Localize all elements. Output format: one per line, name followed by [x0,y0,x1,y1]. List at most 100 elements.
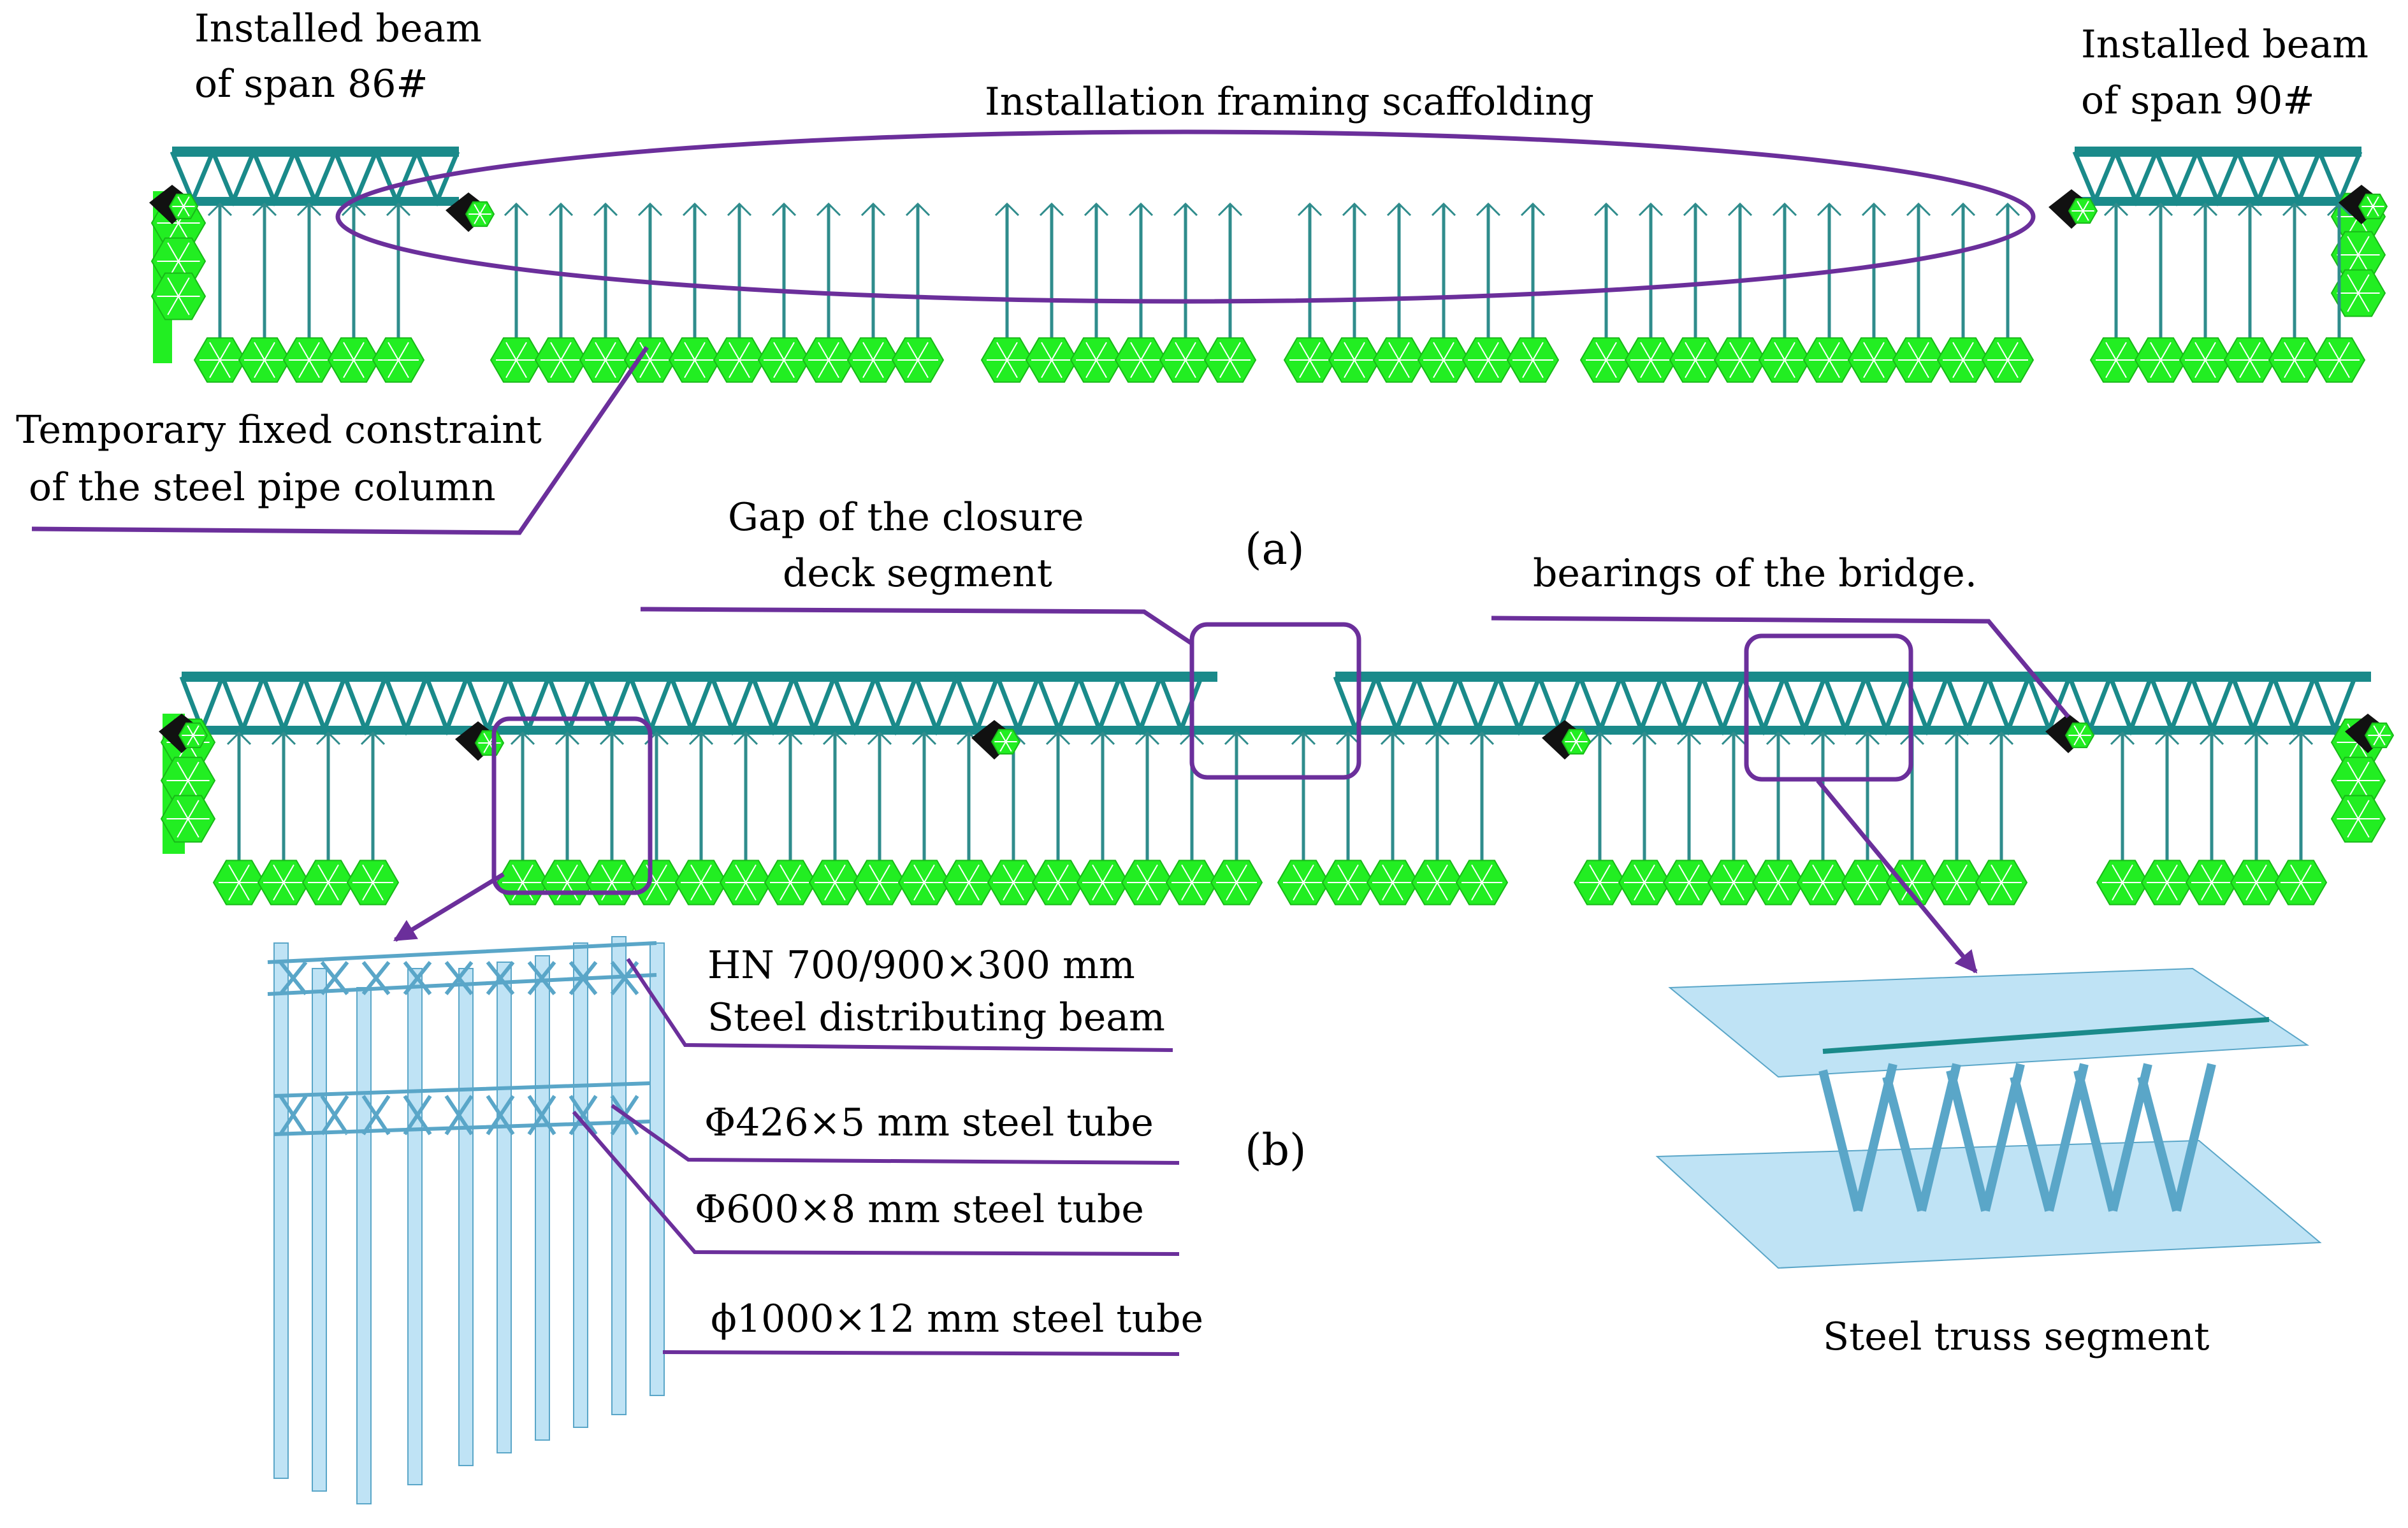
foundation-mesh [859,864,900,901]
foundation-mesh [1289,342,1330,378]
column-head [1425,731,1450,746]
label-span86-line2: of span 86# [194,62,428,106]
column-head [1772,202,1797,217]
foundation-mesh [496,342,537,378]
truss-web [170,150,460,207]
truss-top-chord [1335,672,2371,682]
foundation-mesh [244,342,285,378]
column-head [360,731,386,746]
column-head [599,731,625,746]
foundation-mesh [172,196,195,217]
column-head [637,202,663,217]
truss-web [1333,675,2358,736]
column-head [867,731,892,746]
foundation-mesh [2361,196,2384,217]
truss-top-chord [172,147,459,157]
foundation-mesh [1892,864,1933,901]
panel-a-tag: (a) [1245,524,1305,575]
column-head [1861,202,1887,217]
column-head [771,202,797,217]
bearing-leader-line [1491,616,2070,719]
foundation-mesh [897,342,938,378]
truss-bottom-chord [1335,726,2371,735]
column-head [1520,202,1546,217]
steel-tube-column [273,942,289,1479]
foundation-mesh [1898,342,1939,378]
column-head [504,202,529,217]
foundation-mesh [1076,342,1117,378]
foundation-mesh [1121,342,1161,378]
steel-tube-column [611,936,627,1415]
column-head [1721,731,1746,746]
foundation-mesh [1372,864,1413,901]
column-head [1587,731,1613,746]
foundation-mesh [157,277,200,315]
foundation-mesh [1468,342,1509,378]
foundation-mesh [1847,864,1888,901]
foundation-mesh [2337,274,2380,312]
steel-tube-column [407,968,423,1485]
column-head [1632,731,1657,746]
foundation-mesh [1853,342,1894,378]
foundation-mesh [674,342,715,378]
column-head [1039,202,1064,217]
scaffolding-columns-b [226,731,2314,883]
steel-tube-column [535,955,550,1441]
truss-top-chord [2075,147,2361,157]
scaffold-detail-box [491,716,653,895]
column-head [860,202,886,217]
steel-tube-column [356,987,372,1504]
foundation-mesh [1713,864,1754,901]
foundation-mesh [719,342,760,378]
column-head [226,731,252,746]
foundation-mesh [2319,342,2360,378]
column-head [555,731,580,746]
foundation-mesh [2185,342,2226,378]
foundation-mesh [1171,864,1212,901]
foundation-mesh [1764,342,1805,378]
panel-a: Installed beam of span 86# Installed bea… [16,6,2388,575]
scaffolding-columns [207,202,2352,360]
column-head [1476,202,1501,217]
foundation-mesh [904,864,945,901]
foundation-mesh [1328,864,1368,901]
label-constraint-line2: of the steel pipe column [29,465,496,510]
foundation-mesh [1802,864,1843,901]
column-head [1173,202,1198,217]
foundation-mesh [2140,342,2181,378]
label-span90-line1: Installed beam [2081,22,2368,67]
foundation-mesh [1283,864,1324,901]
foundation-mesh [2337,800,2380,838]
bearings [149,185,2388,232]
foundation-mesh [1943,342,1984,378]
foundation-mesh [808,342,849,378]
foundation-mesh [1082,864,1123,901]
steel-tube-column [573,942,588,1428]
installed-beam-span-86 [150,147,460,363]
foundation-mesh [263,864,304,901]
foundation-mesh [681,864,722,901]
truss-segment-3d-model [1655,967,2322,1269]
foundation-mesh [2230,342,2270,378]
foundation-mesh [166,761,210,800]
foundation-mesh [1669,864,1709,901]
column-head [1995,202,2020,217]
truss-diagonals [1818,1063,2216,1212]
tube426-leader [611,1104,1180,1165]
column-head [2110,731,2135,746]
tube600-leader [572,1111,1180,1256]
label-tube426: Φ426×5 mm steel tube [704,1100,1154,1145]
foundation-mesh [2337,761,2380,800]
foundation-mesh [2071,201,2094,221]
label-hn-line1: HN 700/900×300 mm [707,943,1135,988]
foundation-mesh [994,732,1017,752]
foundation-mesh [1758,864,1799,901]
closure-gap-bottom-chord [1217,726,1335,735]
foundation-mesh [1675,342,1716,378]
column-head [1291,731,1316,746]
label-span86-line1: Installed beam [194,6,482,51]
foundation-mesh [378,342,419,378]
foundation-mesh [2368,725,2391,746]
foundation-mesh [764,342,804,378]
